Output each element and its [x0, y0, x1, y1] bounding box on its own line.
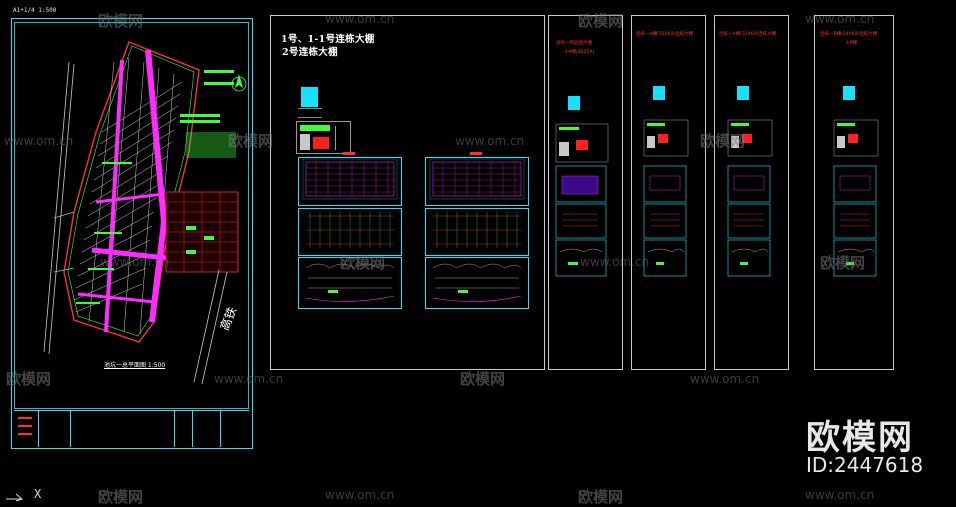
cover-panel	[296, 121, 351, 154]
sheet3-title: 连栋一A棚(32X60)连栋大棚	[636, 32, 694, 37]
sheet5-title: 连栋一B棚(24X60)连栋大棚	[820, 32, 878, 37]
drawing-detail-1	[298, 257, 402, 309]
sheet1-title-line1: 1号、1-1号连栋大棚	[281, 34, 375, 45]
site-plan-drawing	[43, 41, 247, 385]
watermark-brand: 欧模网	[228, 132, 274, 150]
drawing-section-2	[425, 208, 529, 256]
sheet2-subtitle: 4#棚(2021A)	[565, 50, 595, 55]
title-block	[14, 410, 249, 447]
legend-lines	[298, 108, 322, 118]
watermark-url: www.om.cn	[325, 488, 395, 502]
sheet-greenhouse-1-2[interactable]	[270, 15, 545, 370]
watermark-brand: 欧模网	[578, 488, 624, 506]
legend-swatch	[301, 87, 318, 107]
watermark-brand: 欧模网	[820, 254, 866, 272]
sheet1-drawing-content	[302, 152, 525, 302]
watermark-url: www.om.cn	[4, 134, 74, 148]
watermark-brand-large: 欧模网	[806, 418, 914, 458]
watermark-url: www.om.cn	[214, 372, 284, 386]
watermark-brand: 欧模网	[578, 12, 624, 30]
watermark-url: www.om.cn	[805, 12, 875, 26]
watermark-brand: 欧模网	[340, 254, 386, 272]
watermark-url: www.om.cn	[690, 372, 760, 386]
sheet-a-greenhouse-2[interactable]	[714, 15, 789, 370]
sheet5-subtitle: 4#棚	[846, 41, 858, 46]
site-plan-inner-border	[14, 22, 249, 409]
sheet-4-greenhouse[interactable]	[548, 15, 623, 370]
watermark-url: www.om.cn	[100, 255, 170, 269]
sheet2-title: 池坑一房园温大棚	[556, 41, 592, 46]
drawing-section-1	[298, 208, 402, 256]
watermark-brand: 欧模网	[460, 370, 506, 388]
sheet1-title-line2: 2号连栋大棚	[282, 47, 338, 58]
watermark-id: ID:2447618	[806, 453, 924, 477]
sheet4-title: 连栋一A棚(32X60)连栋大棚	[719, 32, 777, 37]
watermark-brand: 欧模网	[98, 488, 144, 506]
watermark-url: www.om.cn	[580, 255, 650, 269]
watermark-brand: 欧模网	[6, 370, 52, 388]
sheet-a-greenhouse-1[interactable]	[631, 15, 706, 370]
scale-label: A1+1/4 1:500	[13, 7, 57, 14]
site-plan-sheet[interactable]	[11, 18, 253, 449]
watermark-url: www.om.cn	[455, 134, 525, 148]
watermark-url: www.om.cn	[805, 488, 875, 502]
drawing-plan-1	[298, 157, 402, 206]
sheet-b-greenhouse[interactable]	[814, 15, 894, 370]
small-sheets-content	[555, 86, 879, 277]
close-command-button[interactable]: X	[34, 487, 42, 501]
drawing-detail-2	[425, 257, 529, 309]
watermark-brand: 欧模网	[700, 132, 746, 150]
watermark-url: www.om.cn	[325, 12, 395, 26]
drawing-plan-2	[425, 157, 529, 206]
site-plan-caption: 池坑一总平面图 1:500	[104, 362, 166, 369]
command-prompt-icon[interactable]	[4, 488, 26, 502]
watermark-brand: 欧模网	[98, 12, 144, 30]
